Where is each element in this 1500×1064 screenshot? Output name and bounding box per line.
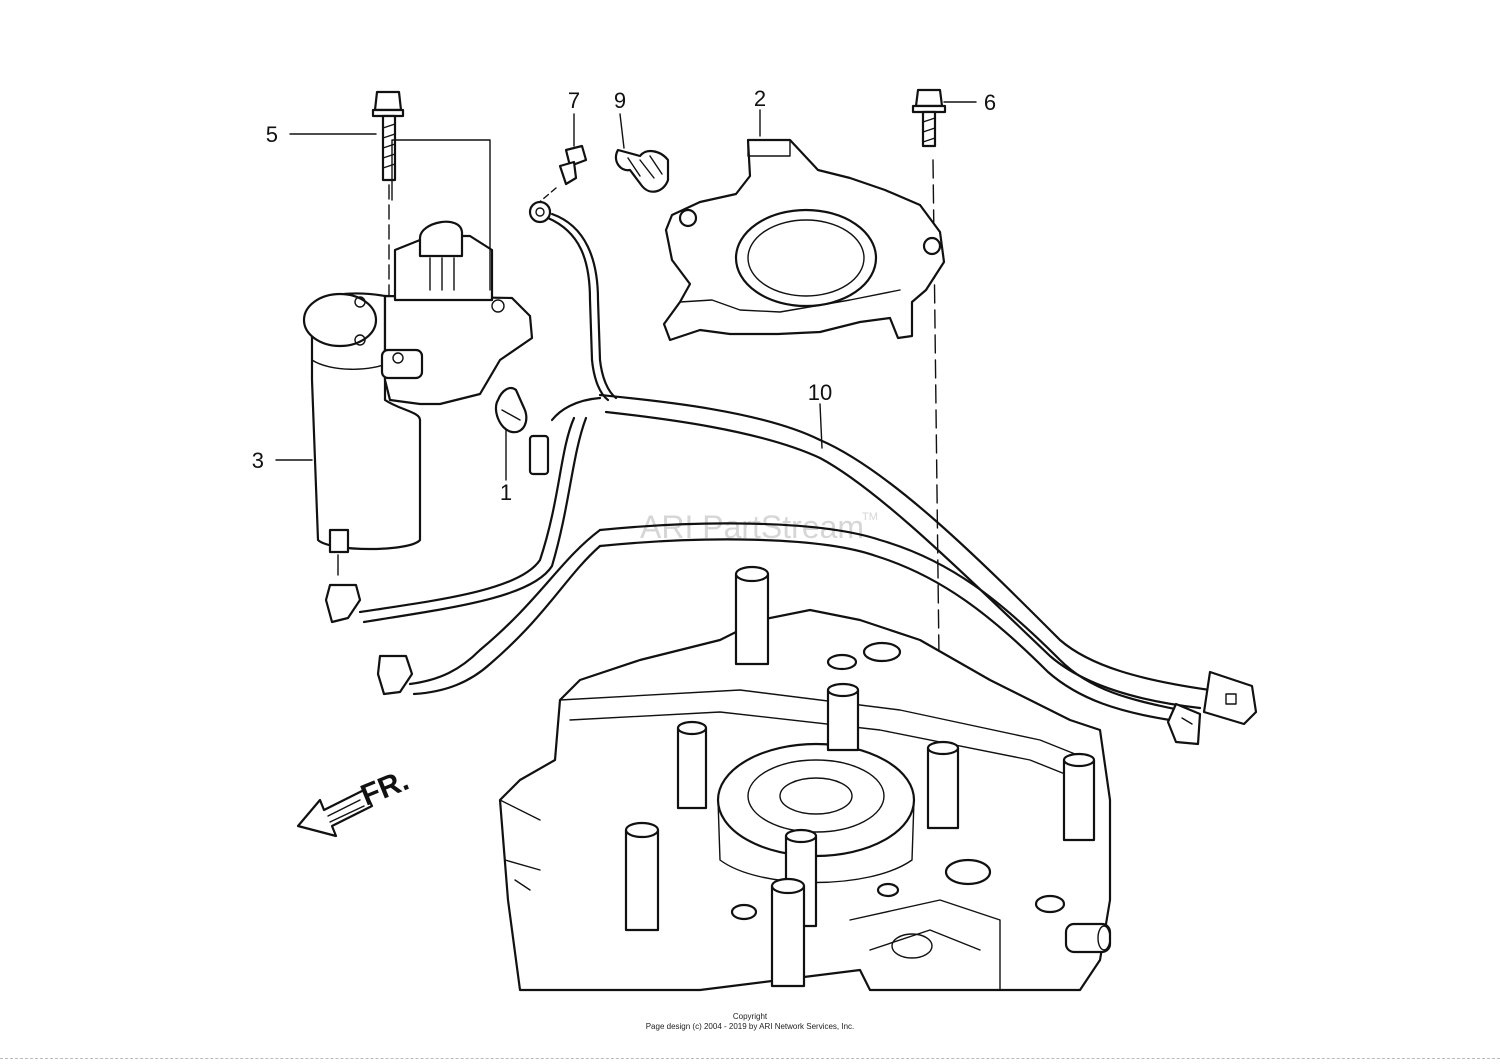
bottom-divider [0,1058,1500,1059]
engine-case [498,565,1112,992]
part-2-bracket[interactable] [662,138,946,342]
footer: Copyright Page design (c) 2004 - 2019 by… [0,1012,1500,1032]
front-direction-arrow: FR. [296,764,413,838]
callout-10[interactable]: 10 [808,380,832,405]
callout-9[interactable]: 9 [614,88,626,113]
part-3-starter-motor[interactable] [302,139,534,576]
part-9-clip[interactable] [614,148,670,193]
engine-boss-group [624,565,1096,988]
front-arrow-label: FR. [356,764,413,813]
footer-copyright: Copyright [732,1012,768,1021]
callout-2[interactable]: 2 [754,86,766,111]
callout-labels: 5 6 7 9 2 3 1 10 [252,86,996,505]
callout-6[interactable]: 6 [984,90,996,115]
callout-7[interactable]: 7 [568,88,580,113]
callout-1[interactable]: 1 [500,480,512,505]
part-10-wire-harness[interactable] [324,200,1258,746]
footer-page-design: Page design (c) 2004 - 2019 by ARI Netwo… [645,1022,855,1031]
callout-3[interactable]: 3 [252,448,264,473]
part-5-bolt[interactable] [371,90,405,361]
part-1-clip[interactable] [494,386,528,434]
watermark-tm: TM [862,511,878,523]
part-7-screw[interactable] [535,144,588,206]
part-6-bolt[interactable] [911,88,947,741]
callout-5[interactable]: 5 [266,122,278,147]
callout-leaders [275,101,977,481]
